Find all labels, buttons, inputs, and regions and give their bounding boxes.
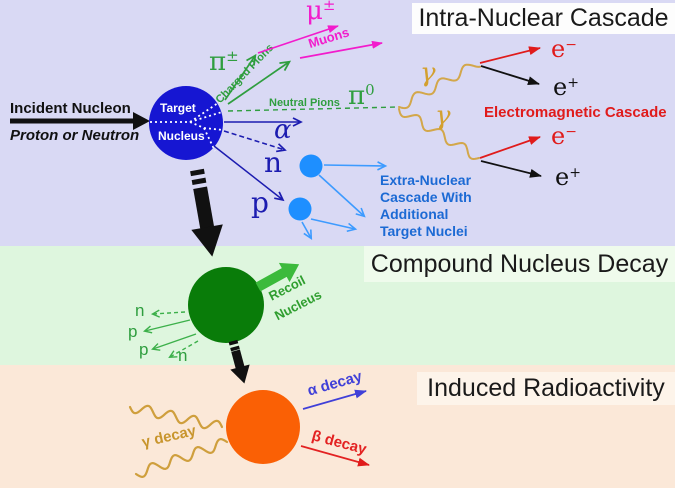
incident-nucleon-label: Incident Nucleon: [10, 100, 131, 117]
svg-text:Target Nuclei: Target Nuclei: [380, 223, 468, 239]
electron-label-2: e−: [551, 122, 577, 150]
neutral-pion-line: [227, 106, 399, 112]
gamma-label-1: γ: [420, 58, 436, 88]
target-label-line1: Target: [160, 101, 196, 115]
cascade-nucleus-1: [299, 154, 323, 178]
positron-arrow-2: [480, 160, 542, 178]
compound-nucleus: [188, 267, 264, 343]
electromagnetic-cascade-label: Electromagnetic Cascade: [484, 104, 667, 121]
electron-arrow-2: [479, 136, 541, 159]
title-text: Induced Radioactivity: [427, 374, 665, 402]
transition-arrow-to-induced: [228, 339, 250, 384]
gamma-ray-wave-1: [398, 63, 482, 110]
svg-text:Additional: Additional: [380, 206, 448, 222]
title-text: Intra-Nuclear Cascade: [418, 4, 669, 32]
beta-decay-arrow: [300, 445, 370, 467]
electron-label-1: e−: [551, 35, 577, 63]
pi-plusminus-label: π±: [209, 47, 239, 77]
electron-arrow-1: [479, 46, 541, 64]
alpha-particle-label: α: [274, 115, 292, 145]
neutral-pions-label: Neutral Pions: [269, 97, 340, 109]
cascade-nucleus-2: [288, 197, 312, 221]
evaporation-arrows: [142, 309, 199, 359]
gamma-decay-wave-1: [128, 404, 224, 430]
evaporation-particle-labels: n p p n: [128, 301, 187, 365]
alpha-decay-arrow: [302, 389, 367, 410]
extra-nuclear-cascade-arrows: [301, 161, 388, 240]
target-label-line2: Nucleus: [158, 129, 205, 143]
radioactive-nucleus: [226, 390, 300, 464]
beta-decay-label: β decay: [310, 427, 369, 458]
positron-label-2: e+: [555, 163, 581, 191]
section-title-intra-nuclear-cascade: Intra-Nuclear Cascade: [412, 3, 675, 34]
recoil-nucleus-arrow: [255, 262, 300, 292]
extra-nuclear-cascade-caption: Extra-Nuclear Cascade With Additional Ta…: [380, 172, 472, 239]
proton-label: p: [251, 186, 269, 219]
proton-arrow: [213, 145, 285, 202]
gamma-decay-wave-2: [134, 438, 229, 478]
transition-arrow-to-compound: [190, 168, 223, 257]
target-nucleus: Target Nucleus: [149, 86, 224, 160]
proton-or-neutron-label: Proton or Neutron: [10, 127, 139, 144]
positron-arrow-1: [480, 65, 540, 86]
neutron-arrow: [223, 130, 287, 153]
charged-pion-arrow-2: [227, 60, 292, 105]
title-text: Compound Nucleus Decay: [370, 249, 669, 278]
muon-arrow-1: [257, 25, 339, 54]
svg-text:Extra-Nuclear: Extra-Nuclear: [380, 172, 472, 188]
svg-text:n: n: [178, 346, 187, 365]
charged-pion-arrow-1: [224, 53, 257, 101]
svg-text:Cascade With: Cascade With: [380, 189, 472, 205]
section-title-compound-nucleus-decay: Compound Nucleus Decay: [364, 246, 675, 282]
muon-arrow-2: [299, 40, 383, 59]
pi-zero-label: π0: [348, 81, 375, 111]
intranuclear-collision-paths: [150, 100, 224, 152]
gamma-ray-wave-2: [398, 108, 480, 160]
svg-text:n: n: [135, 301, 144, 320]
mu-plusminus-label: μ±: [306, 0, 335, 26]
neutron-label: n: [264, 146, 282, 179]
svg-text:p: p: [139, 340, 148, 359]
incident-nucleon-arrow: [10, 112, 150, 130]
svg-text:p: p: [128, 322, 137, 341]
gamma-decay-label: γ decay: [140, 422, 198, 451]
section-title-induced-radioactivity: Induced Radioactivity: [417, 372, 675, 405]
positron-label-1: e+: [553, 73, 579, 101]
gamma-label-2: γ: [435, 101, 451, 131]
